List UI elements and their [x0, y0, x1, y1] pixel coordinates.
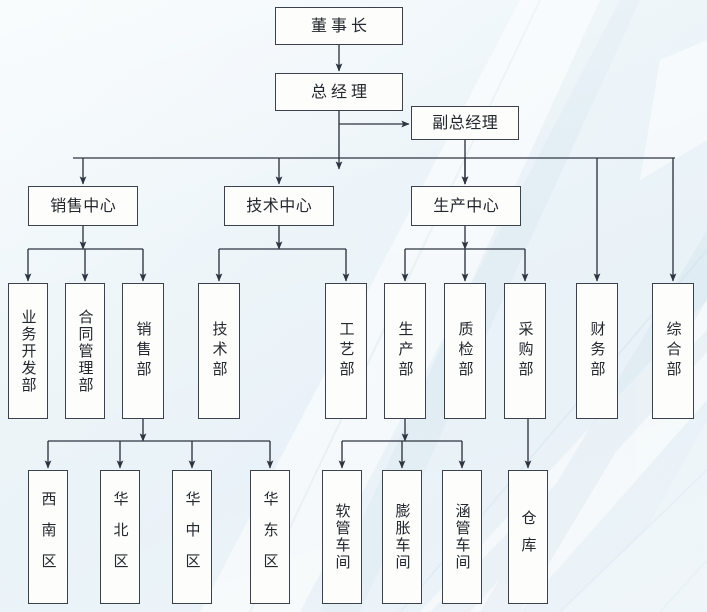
org-node-label: 财务部: [588, 321, 607, 381]
org-node-region-east[interactable]: 华东区: [250, 470, 290, 604]
org-node-label: 软管车间: [333, 503, 352, 571]
org-node-purchasing-dept[interactable]: 采购部: [504, 283, 546, 419]
org-node-label: 西南区: [39, 490, 58, 584]
org-node-label: 华东区: [261, 490, 280, 584]
org-node-sales-dept[interactable]: 销售部: [122, 283, 164, 419]
org-node-culvert-workshop[interactable]: 涵管车间: [442, 470, 482, 604]
org-node-label: 华北区: [111, 490, 130, 584]
org-node-tech-dept[interactable]: 技术部: [198, 283, 240, 419]
org-node-finance-dept[interactable]: 财务部: [576, 283, 618, 419]
org-node-production-dept[interactable]: 生产部: [384, 283, 426, 419]
org-node-label: 生产中心: [433, 196, 500, 215]
org-node-label: 技术部: [210, 321, 229, 381]
org-node-process-dept[interactable]: 工艺部: [325, 283, 367, 419]
org-node-label: 涵管车间: [453, 503, 472, 571]
org-node-general-manager[interactable]: 总经理: [275, 73, 403, 111]
org-node-warehouse[interactable]: 仓库: [508, 470, 548, 604]
org-node-production-center[interactable]: 生产中心: [411, 186, 521, 226]
org-node-tech-center[interactable]: 技术中心: [224, 186, 334, 226]
org-node-sales-center[interactable]: 销售中心: [28, 186, 138, 226]
org-node-hose-workshop[interactable]: 软管车间: [322, 470, 362, 604]
org-node-region-southwest[interactable]: 西南区: [28, 470, 68, 604]
org-node-label: 销售中心: [50, 196, 117, 215]
org-node-label: 质检部: [456, 321, 475, 381]
org-node-label: 合同管理部: [76, 308, 95, 394]
org-node-region-central[interactable]: 华中区: [172, 470, 212, 604]
org-node-label: 工艺部: [337, 321, 356, 381]
org-node-deputy-gm[interactable]: 副总经理: [411, 106, 519, 140]
org-node-label: 总经理: [310, 82, 371, 101]
org-node-admin-dept[interactable]: 综合部: [652, 283, 694, 419]
org-node-label: 生产部: [396, 321, 415, 381]
org-node-expansion-workshop[interactable]: 膨胀车间: [382, 470, 422, 604]
org-node-label: 华中区: [183, 490, 202, 584]
org-node-label: 膨胀车间: [393, 503, 412, 571]
org-node-business-dev-dept[interactable]: 业务开发部: [8, 283, 48, 419]
org-node-label: 董事长: [310, 16, 371, 35]
org-node-quality-dept[interactable]: 质检部: [444, 283, 486, 419]
org-node-label: 仓库: [519, 510, 538, 564]
org-node-chairman[interactable]: 董事长: [275, 7, 403, 45]
org-node-region-north[interactable]: 华北区: [100, 470, 140, 604]
org-node-label: 采购部: [516, 321, 535, 381]
org-node-label: 业务开发部: [19, 308, 38, 394]
org-node-label: 销售部: [134, 321, 153, 381]
org-node-contract-mgmt-dept[interactable]: 合同管理部: [65, 283, 105, 419]
org-node-label: 技术中心: [246, 196, 313, 215]
org-node-label: 副总经理: [432, 113, 499, 132]
org-node-label: 综合部: [664, 321, 683, 381]
